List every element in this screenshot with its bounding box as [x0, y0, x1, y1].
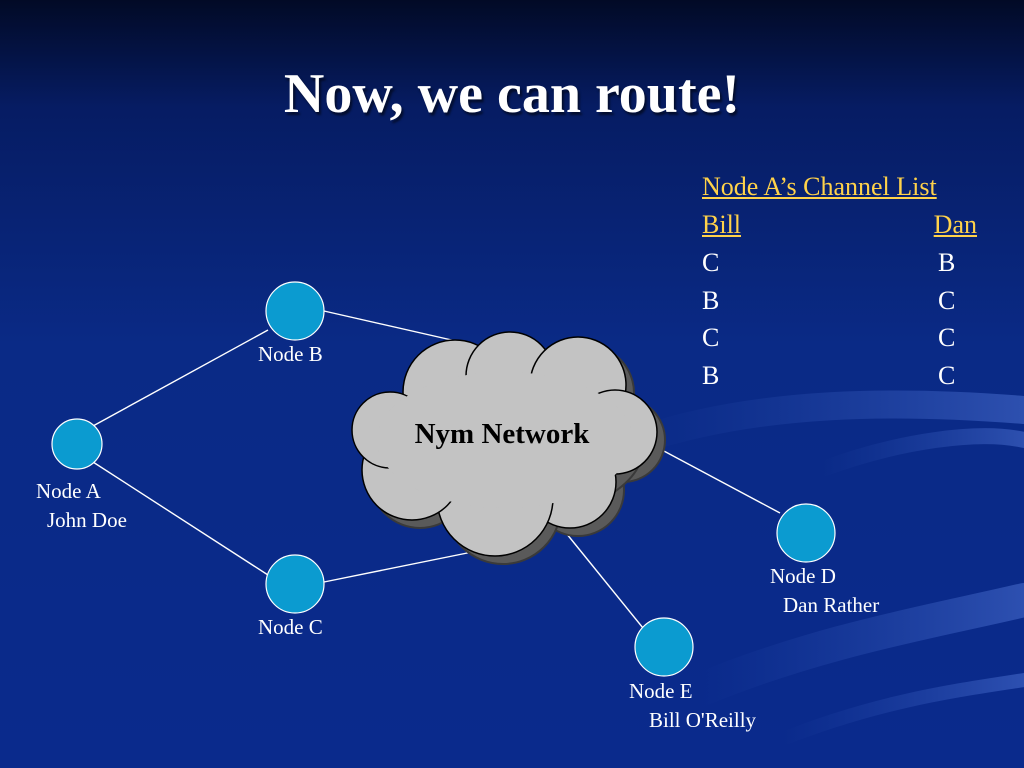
channel-cell-bill: B: [702, 285, 720, 315]
channel-row: B C: [702, 359, 977, 397]
channel-list-header: Bill Dan: [702, 208, 977, 246]
channel-cell-dan: C: [938, 285, 956, 315]
node-a-label: Node A John Doe: [36, 479, 127, 533]
channel-cell-dan: C: [938, 360, 956, 390]
node-c-name: Node C: [258, 615, 323, 639]
node-d-person: Dan Rather: [783, 593, 880, 617]
node-b-label: Node B: [258, 342, 323, 367]
cloud-label: Nym Network: [414, 418, 590, 450]
channel-row: C B: [702, 246, 977, 284]
link-c-cloud: [323, 547, 493, 583]
node-c-circle: [265, 554, 325, 614]
link-cloud-e: [561, 527, 644, 629]
channel-cell-bill: C: [702, 323, 720, 352]
node-a-name: Node A: [36, 479, 101, 503]
channel-row: B C: [702, 284, 977, 322]
node-d-label: Node D Dan Rather: [770, 564, 879, 618]
channel-list: Node A’s Channel List Bill Dan C B B C C…: [702, 170, 977, 396]
node-e-person: Bill O'Reilly: [649, 708, 757, 732]
channel-cell-dan: C: [938, 323, 956, 352]
node-d-name: Node D: [770, 564, 836, 588]
channel-cell-bill: B: [702, 360, 720, 390]
nodes: [51, 281, 836, 677]
node-a-person: John Doe: [47, 508, 127, 532]
channel-cell-dan: B: [938, 248, 956, 277]
node-d-circle: [776, 503, 836, 563]
link-cloud-d: [661, 449, 781, 514]
node-e-label: Node E Bill O'Reilly: [629, 679, 756, 733]
channel-col-bill: Bill: [702, 210, 742, 239]
link-a-c: [92, 461, 269, 576]
channel-row: C C: [702, 321, 977, 359]
node-b-name: Node B: [258, 342, 323, 366]
channel-cell-bill: C: [702, 248, 720, 277]
node-a-circle: [51, 418, 103, 470]
link-a-b: [92, 329, 269, 427]
channel-list-title: Node A’s Channel List: [702, 172, 937, 201]
node-b-circle: [265, 281, 325, 341]
slide-title: Now, we can route!: [283, 63, 741, 125]
node-e-name: Node E: [629, 679, 693, 703]
channel-col-dan: Dan: [933, 210, 977, 239]
node-c-label: Node C: [258, 615, 323, 640]
node-e-circle: [634, 617, 694, 677]
background-swoosh: [626, 390, 1024, 747]
cloud-body: [377, 372, 633, 508]
